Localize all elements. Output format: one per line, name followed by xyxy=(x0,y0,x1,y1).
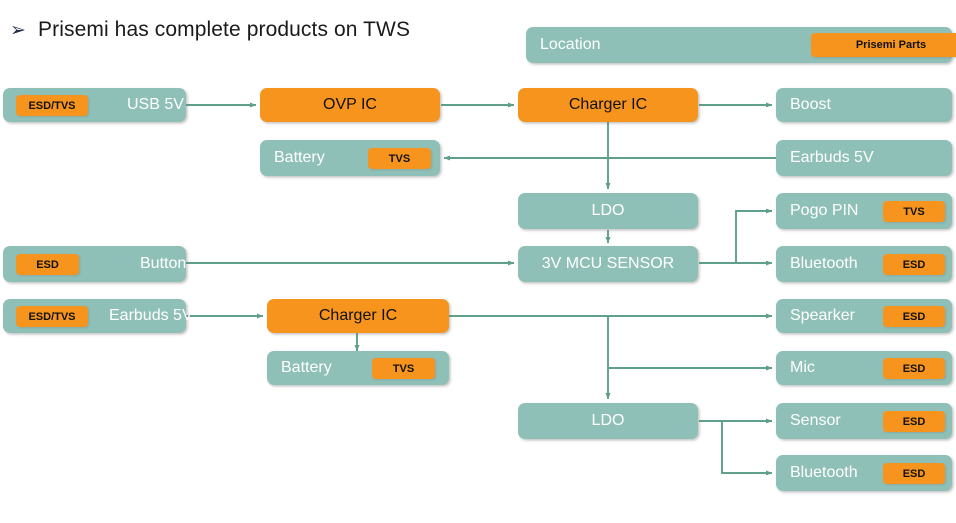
node-3v-mcu-sensor[interactable]: 3V MCU SENSOR xyxy=(518,246,698,282)
legend-prisemi-parts-badge: Prisemi Parts xyxy=(811,33,956,57)
node-earbuds-5v-left[interactable]: ESD/TVS Earbuds 5V xyxy=(3,299,193,333)
node-label-earbuds-5v-left: Earbuds 5V xyxy=(109,307,193,324)
node-sensor[interactable]: Sensor ESD xyxy=(776,403,952,439)
node-label-mic: Mic xyxy=(790,359,815,376)
node-ldo-2[interactable]: LDO xyxy=(518,403,698,439)
page-title: ➢ Prisemi has complete products on TWS xyxy=(10,18,410,42)
node-label-ldo-1: LDO xyxy=(591,202,625,219)
node-battery-1[interactable]: Battery TVS xyxy=(260,140,440,176)
badge-esd-bluetooth-2: ESD xyxy=(883,463,945,484)
node-label-speaker: Spearker xyxy=(790,307,855,324)
badge-esd-button: ESD xyxy=(16,254,79,275)
node-usb-5v[interactable]: ESD/TVS USB 5V xyxy=(3,88,186,122)
node-mic[interactable]: Mic ESD xyxy=(776,351,952,385)
badge-esd-speaker: ESD xyxy=(883,306,945,327)
node-label-charger-ic-2: Charger IC xyxy=(318,307,398,324)
badge-esd-mic: ESD xyxy=(883,358,945,379)
node-battery-2[interactable]: Battery TVS xyxy=(267,351,449,385)
badge-tvs-battery-1: TVS xyxy=(368,148,431,169)
badge-esd-sensor: ESD xyxy=(883,411,945,432)
node-label-sensor: Sensor xyxy=(790,412,841,429)
legend-location-box: Location Prisemi Parts xyxy=(526,27,956,63)
node-label-ovp-ic: OVP IC xyxy=(323,96,377,113)
badge-esd-tvs-earbuds: ESD/TVS xyxy=(16,306,88,327)
node-label-bluetooth-1: Bluetooth xyxy=(790,255,858,272)
node-ldo-1[interactable]: LDO xyxy=(518,193,698,229)
badge-tvs-pogo-pin: TVS xyxy=(883,201,945,222)
node-charger-ic-2[interactable]: Charger IC xyxy=(267,299,449,333)
legend-label: Location xyxy=(540,36,601,53)
node-label-3v-mcu-sensor: 3V MCU SENSOR xyxy=(541,255,675,272)
badge-tvs-battery-2: TVS xyxy=(372,358,435,379)
node-label-battery-2: Battery xyxy=(281,359,332,376)
node-label-usb-5v: USB 5V xyxy=(127,96,184,113)
node-pogo-pin[interactable]: Pogo PIN TVS xyxy=(776,193,952,229)
badge-esd-bluetooth-1: ESD xyxy=(883,254,945,275)
bullet-arrow-icon: ➢ xyxy=(10,19,27,41)
node-boost[interactable]: Boost xyxy=(776,88,952,122)
node-bluetooth-1[interactable]: Bluetooth ESD xyxy=(776,246,952,282)
node-label-charger-ic-1: Charger IC xyxy=(568,96,648,113)
node-label-pogo-pin: Pogo PIN xyxy=(790,202,859,219)
node-ovp-ic[interactable]: OVP IC xyxy=(260,88,440,122)
node-label-battery-1: Battery xyxy=(274,149,325,166)
node-label-ldo-2: LDO xyxy=(591,412,625,429)
page-title-text: Prisemi has complete products on TWS xyxy=(38,18,411,41)
node-label-button: Button xyxy=(140,255,187,272)
node-label-boost: Boost xyxy=(790,96,831,113)
node-earbuds-5v-right[interactable]: Earbuds 5V xyxy=(776,140,952,176)
node-label-earbuds-5v-right: Earbuds 5V xyxy=(790,149,874,166)
node-bluetooth-2[interactable]: Bluetooth ESD xyxy=(776,455,952,491)
node-charger-ic-1[interactable]: Charger IC xyxy=(518,88,698,122)
node-label-bluetooth-2: Bluetooth xyxy=(790,464,858,481)
node-speaker[interactable]: Spearker ESD xyxy=(776,299,952,333)
badge-esd-tvs-usb: ESD/TVS xyxy=(16,95,88,116)
node-button[interactable]: ESD Button xyxy=(3,246,186,282)
